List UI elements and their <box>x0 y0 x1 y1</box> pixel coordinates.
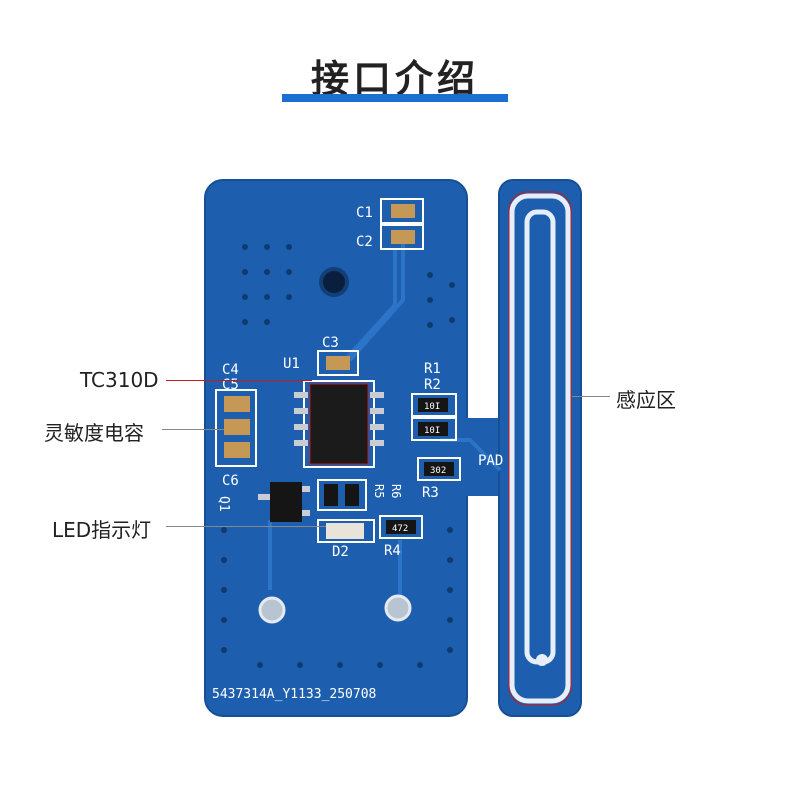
capacitor-c1 <box>391 204 415 218</box>
silk-c1: C1 <box>356 205 373 221</box>
capacitor-c4 <box>224 396 250 412</box>
silk-r2: R2 <box>424 377 441 393</box>
silk-q1: Q1 <box>216 496 231 512</box>
resistor-r2 <box>418 422 448 436</box>
silk-r6: R6 <box>389 484 403 498</box>
test-pad-right <box>384 594 412 622</box>
resistor-r5 <box>324 484 338 506</box>
test-pad-left <box>258 596 286 624</box>
mounting-hole <box>319 267 349 297</box>
silk-serial: 5437314A_Y1133_250708 <box>212 687 376 702</box>
silk-c3: C3 <box>322 335 339 351</box>
silk-u1: U1 <box>283 356 300 372</box>
resistor-r6 <box>345 484 359 506</box>
resistor-r4 <box>386 520 416 534</box>
resistor-r1 <box>418 398 448 412</box>
silk-c4: C4 <box>222 362 239 378</box>
callout-capacitor-leader <box>162 429 224 430</box>
silk-c2: C2 <box>356 234 373 250</box>
callout-led-leader <box>166 526 326 527</box>
chip-u1 <box>309 383 369 465</box>
via-grid <box>221 244 455 668</box>
silk-r4: R4 <box>384 543 401 559</box>
silk-r5: R5 <box>372 484 386 498</box>
sensor-outline <box>508 191 572 706</box>
resistor-r3 <box>424 462 454 476</box>
silk-pad: PAD <box>478 453 503 469</box>
silk-r1: R1 <box>424 361 441 377</box>
silk-r3-code: 302 <box>430 466 446 476</box>
title-underline <box>282 94 508 102</box>
silk-c5: C5 <box>222 377 239 393</box>
sensor-strip <box>498 179 582 717</box>
sensor-via <box>536 654 548 666</box>
callout-sensor: 感应区 <box>616 388 676 412</box>
chip-pins <box>294 392 384 446</box>
callout-led: LED指示灯 <box>52 518 152 542</box>
transistor-q1 <box>270 482 302 522</box>
capacitor-c6 <box>224 442 250 458</box>
callout-chip-leader <box>166 380 312 381</box>
callout-sensor-leader <box>572 396 610 397</box>
callout-capacitor: 灵敏度电容 <box>44 421 144 445</box>
silk-d2: D2 <box>332 544 349 560</box>
silk-r3: R3 <box>422 485 439 501</box>
capacitor-c2 <box>391 230 415 244</box>
led-d2 <box>326 523 364 539</box>
silk-r1-code: 10I <box>424 402 440 412</box>
callout-chip: TC310D <box>80 368 159 392</box>
silk-r4-code: 472 <box>392 524 408 534</box>
silk-c6: C6 <box>222 473 239 489</box>
capacitor-c5 <box>224 419 250 435</box>
capacitor-c3 <box>326 356 350 370</box>
silk-r2-code: 10I <box>424 426 440 436</box>
page-title: 接口介绍 <box>310 57 479 101</box>
